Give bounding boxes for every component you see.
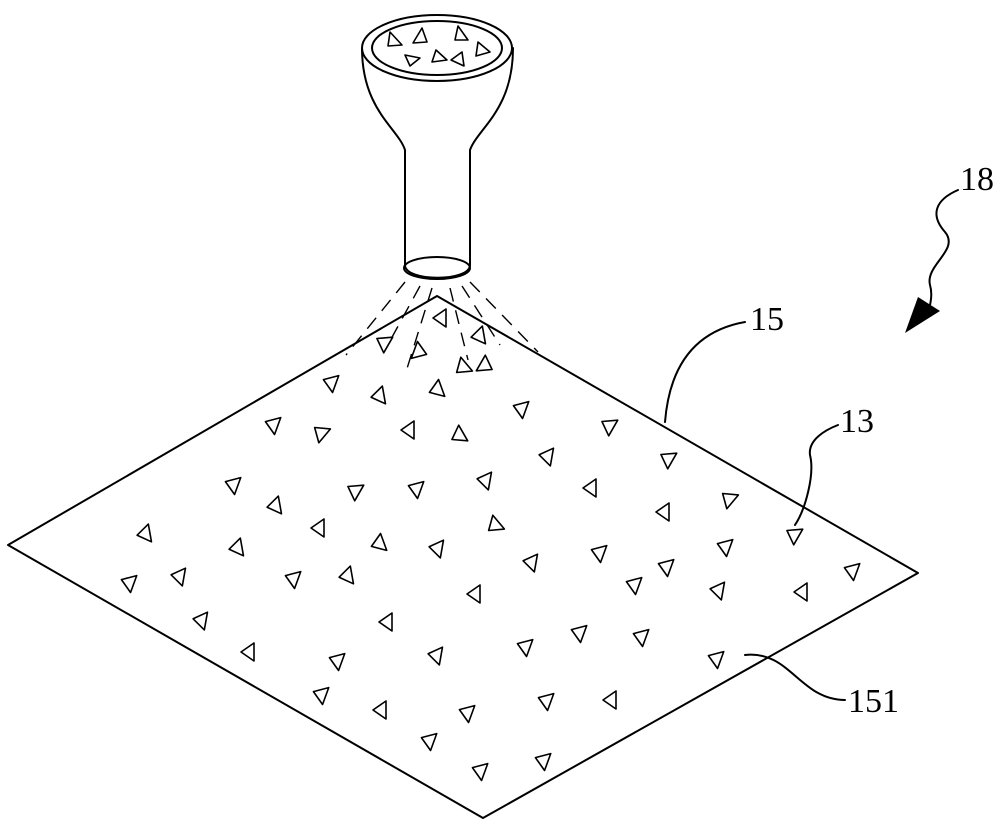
- particle-triangle: [192, 611, 209, 631]
- particle-triangle: [284, 570, 302, 590]
- particle-triangle: [313, 426, 332, 444]
- particle-triangle: [512, 400, 530, 420]
- particle-triangle: [570, 624, 588, 644]
- particle-triangle: [487, 514, 506, 532]
- particle-triangle: [516, 638, 534, 658]
- particle-triangle: [625, 576, 643, 596]
- label-18: 18: [960, 161, 994, 198]
- particle-triangle: [707, 650, 725, 670]
- particle-triangle: [582, 478, 597, 498]
- particle-triangle: [224, 476, 242, 496]
- particle-triangle: [538, 447, 555, 467]
- particle-triangle: [266, 495, 283, 515]
- particle-triangle: [428, 378, 446, 398]
- substrate-sheet: [7, 295, 919, 819]
- particle-triangle: [410, 340, 428, 360]
- particle-triangle: [228, 537, 245, 557]
- particle-triangle: [522, 553, 539, 573]
- particle-triangle: [458, 704, 476, 724]
- particle-triangle: [660, 452, 678, 470]
- particle-triangle: [470, 325, 487, 345]
- particle-triangle: [721, 492, 740, 510]
- particle-triangle: [378, 612, 393, 632]
- particle-triangle: [347, 484, 365, 502]
- label-13: 13: [840, 403, 874, 440]
- particle-triangle: [136, 523, 153, 543]
- particle-triangle: [240, 642, 255, 662]
- label-151: 151: [848, 683, 899, 720]
- particle-triangle: [370, 532, 388, 552]
- particle-triangle: [451, 424, 469, 442]
- particle-triangle: [632, 628, 650, 648]
- particle-triangle: [407, 480, 425, 500]
- particle-triangle: [793, 582, 808, 602]
- particle-triangle: [466, 584, 481, 604]
- particle-triangle: [716, 538, 734, 558]
- particle-triangle: [372, 700, 387, 720]
- spray-lines: [345, 281, 539, 376]
- arrow-18: [905, 189, 959, 333]
- particle-triangle: [476, 471, 493, 491]
- particle-triangle: [312, 686, 330, 706]
- particle-triangle: [400, 420, 415, 440]
- particle-triangle: [590, 544, 608, 564]
- particle-triangle: [843, 562, 861, 582]
- particle-triangle: [455, 356, 474, 374]
- particle-triangle: [786, 528, 804, 546]
- particle-triangle: [322, 374, 340, 394]
- particle-triangle: [264, 416, 282, 436]
- spray-nozzle: [361, 14, 514, 280]
- particle-triangle: [120, 574, 138, 594]
- nozzle-particles: [387, 25, 491, 67]
- particle-triangle: [475, 354, 493, 372]
- particle-triangle: [310, 518, 325, 538]
- particle-triangle: [428, 539, 445, 559]
- particle-triangle: [338, 565, 355, 585]
- leader-line-13: [794, 424, 839, 526]
- particle-triangle: [471, 762, 489, 782]
- particle-triangle: [328, 652, 346, 672]
- particle-triangle: [427, 646, 444, 666]
- particle-triangle: [537, 692, 555, 712]
- particle-triangle: [420, 732, 438, 752]
- label-15: 15: [750, 301, 784, 338]
- particle-triangle: [709, 581, 726, 601]
- particle-triangle: [376, 336, 394, 354]
- particle-triangle: [657, 558, 675, 578]
- leader-line-15: [664, 321, 746, 423]
- particle-triangle: [601, 419, 619, 437]
- particle-triangle: [432, 308, 447, 328]
- leader-line-151: [744, 653, 846, 701]
- particle-triangle: [655, 502, 670, 522]
- particles-13: [120, 308, 861, 782]
- particle-triangle: [370, 385, 387, 405]
- particle-triangle: [602, 690, 617, 710]
- particle-triangle: [170, 567, 187, 587]
- particle-triangle: [534, 752, 552, 772]
